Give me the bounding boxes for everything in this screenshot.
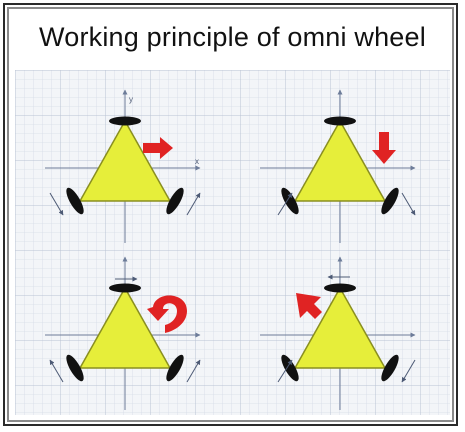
wheel-direction-arrow-right [401, 192, 416, 216]
motion-arrow-right-icon [143, 137, 173, 159]
panel-bottom-right [260, 256, 416, 410]
rotation-arrow-icon [147, 295, 187, 333]
omni-wheel-left [281, 187, 299, 215]
omni-wheel-right [166, 187, 184, 215]
omni-wheel-right [381, 187, 399, 215]
panel-bottom-left [45, 256, 201, 410]
omni-wheel-top [109, 283, 141, 293]
omni-wheel-top [109, 116, 141, 126]
wheel-direction-arrow-left [49, 192, 64, 216]
robot-triangle [293, 286, 387, 369]
y-axis-label: y [129, 95, 133, 104]
grid-background [15, 70, 450, 415]
robot-triangle [78, 286, 172, 369]
diagram-canvas: y x [15, 70, 450, 415]
motion-arrow-up-left-icon [296, 293, 322, 319]
robot-triangle [78, 119, 172, 202]
figure-title: Working principle of omni wheel [39, 22, 426, 52]
omni-wheel-right [166, 354, 184, 382]
omni-wheel-top [324, 116, 356, 126]
omni-wheel-left [66, 187, 84, 215]
omni-wheel-top [324, 283, 356, 293]
wheel-direction-arrow-left [277, 192, 293, 216]
wheel-direction-arrow-right [401, 359, 416, 383]
wheel-direction-arrow-left [49, 359, 64, 383]
robot-triangle [293, 119, 387, 202]
panel-top-left: y x [45, 89, 201, 243]
wheel-direction-arrow-left [277, 359, 293, 383]
wheel-direction-arrow-right [186, 192, 201, 216]
omni-wheel-left [66, 354, 84, 382]
diagram-svg: y x [15, 70, 450, 415]
wheel-direction-arrow-right [186, 359, 201, 383]
omni-wheel-right [381, 354, 399, 382]
x-axis-label: x [195, 157, 199, 166]
panel-top-right [260, 89, 416, 243]
motion-arrow-down-icon [372, 132, 396, 164]
omni-wheel-left [281, 354, 299, 382]
